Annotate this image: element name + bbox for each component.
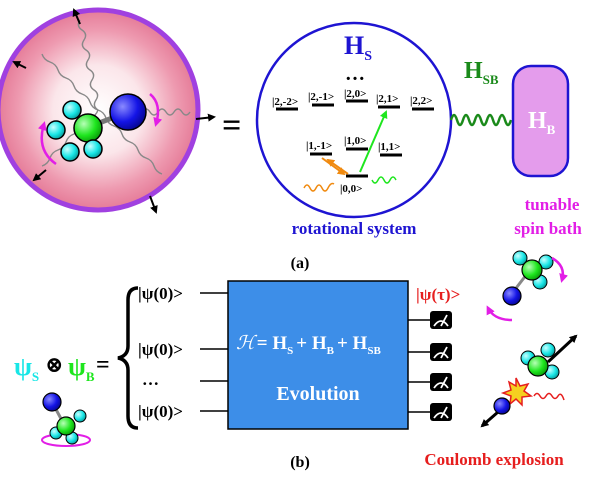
initial-state: ψS ⊗ ψB =: [14, 286, 139, 447]
panel-a: = HS … |2,-2> |2,-1> |2,0> |2,1> |2,2> |: [0, 7, 582, 272]
brace: [117, 286, 139, 430]
rotation-arrow: [486, 305, 513, 322]
level-label: |1,-1>: [306, 140, 332, 152]
evolution-box: ℋ= HS+ HB+ HSB Evolution: [227, 280, 409, 430]
levels-j1: |1,-1> |1,0> |1,1>: [306, 135, 402, 157]
level-label: |2,-1>: [308, 91, 334, 103]
c-atom: [73, 113, 103, 143]
level-label: |2,2>: [410, 95, 432, 107]
level-label: |1,1>: [378, 141, 400, 153]
levels-j2: |2,-2> |2,-1> |2,0> |2,1> |2,2>: [272, 88, 434, 111]
photon-orange: [303, 182, 335, 192]
psi-b: ψB: [68, 352, 95, 384]
level-j0: |0,0>: [340, 174, 368, 195]
molecule-exploding: [480, 334, 578, 428]
state-equals: =: [96, 352, 110, 378]
rotation-arrows: [37, 93, 163, 166]
photon-green: [371, 176, 397, 184]
explosion-icon: [500, 377, 534, 407]
system-bath-coupling: HSB: [449, 58, 513, 127]
transition-arrow-green: [359, 110, 388, 173]
evolution-rect: [227, 280, 409, 430]
bath-caption-line2: spin bath: [514, 219, 582, 238]
input-state: |ψ(0)>: [138, 402, 183, 421]
level-label: |2,0>: [344, 88, 366, 100]
panel-b: ψS ⊗ ψB = |ψ(0)> |ψ(0)> …: [14, 250, 578, 471]
solvated-molecule-sphere: [0, 7, 216, 214]
photon-red: [533, 392, 565, 401]
h-atom: [62, 100, 82, 120]
meter-icon: [430, 403, 452, 421]
meter-icon: [430, 311, 452, 329]
panel-b-label: (b): [290, 454, 310, 471]
hb-label: HB: [528, 108, 556, 137]
level-label: |0,0>: [340, 183, 362, 195]
hamiltonian-equation: ℋ= HS+ HB+ HSB: [236, 333, 381, 357]
level-label: |1,0>: [344, 135, 366, 147]
h-atom: [83, 139, 103, 159]
spin-bath: HB tunable spin bath: [511, 64, 582, 238]
heavy-atom: [109, 93, 147, 131]
rotational-system-caption: rotational system: [292, 219, 417, 238]
bath-box: [511, 64, 570, 178]
meter-icon: [430, 373, 452, 391]
input-state: |ψ(0)>: [138, 284, 183, 303]
evolution-label: Evolution: [276, 383, 359, 405]
rotational-system: HS … |2,-2> |2,-1> |2,0> |2,1> |2,2> |1,…: [255, 21, 453, 238]
input-wires: |ψ(0)> |ψ(0)> … |ψ(0)>: [138, 284, 228, 421]
bath-caption-line1: tunable: [525, 195, 580, 214]
hs-label: HS: [344, 31, 372, 64]
h-atom: [46, 120, 66, 140]
molecule-rotating: [486, 250, 568, 322]
level-label: |2,1>: [376, 93, 398, 105]
output-state: |ψ(τ)>: [416, 285, 460, 304]
meter-icon: [430, 343, 452, 361]
equals-sign: =: [222, 107, 241, 144]
molecule-initial: [41, 392, 91, 447]
transitions: [303, 110, 397, 192]
rotation-arrow: [551, 256, 568, 283]
input-ellipsis: …: [142, 370, 159, 389]
measurements: [408, 311, 452, 421]
h-atom: [60, 142, 80, 162]
input-state: |ψ(0)>: [138, 340, 183, 359]
hsb-label: HSB: [464, 58, 499, 87]
ellipsis: …: [345, 63, 365, 85]
psi-s: ψS: [14, 352, 39, 384]
level-label: |2,-2>: [272, 96, 298, 108]
tensor-product: ⊗: [45, 352, 63, 377]
coulomb-explosion-caption: Coulomb explosion: [424, 450, 564, 469]
photon-arrows: [12, 8, 216, 214]
coupling-spring: [449, 113, 513, 127]
panel-a-label: (a): [291, 255, 310, 272]
molecule-left: [46, 93, 147, 162]
